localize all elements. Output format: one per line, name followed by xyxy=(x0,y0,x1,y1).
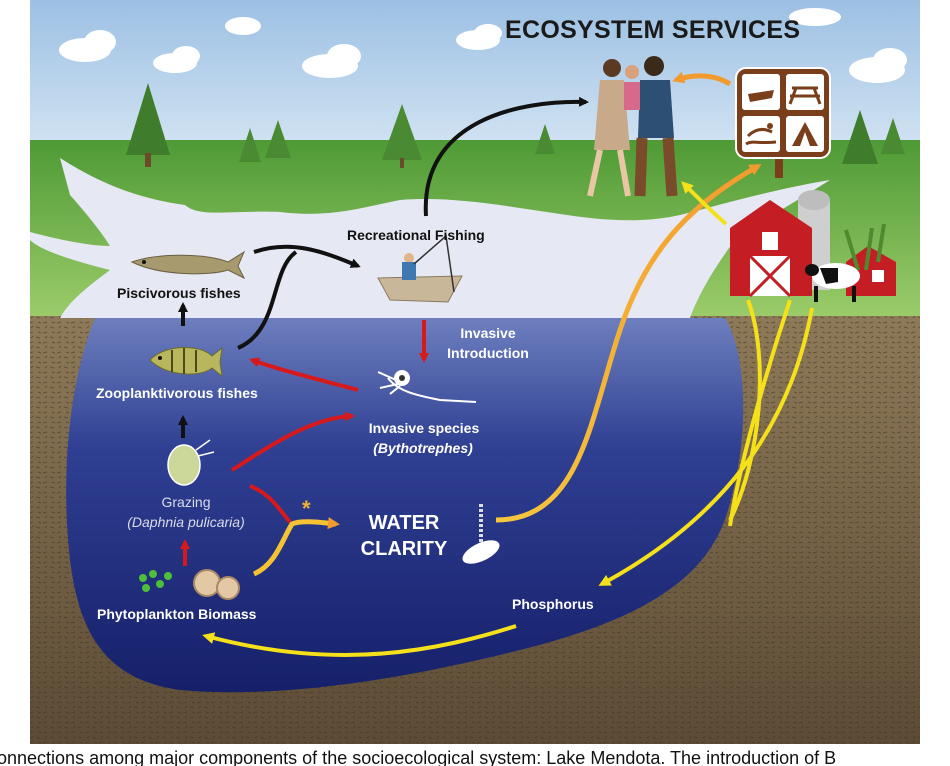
red-arrows xyxy=(180,320,429,566)
figure-caption: connections among major components of th… xyxy=(0,744,950,766)
water-clarity-label: WATER CLARITY xyxy=(352,510,456,562)
ecosystem-services-title: ECOSYSTEM SERVICES xyxy=(505,16,801,44)
zooplanktivorous-fishes-label: Zooplanktivorous fishes xyxy=(96,385,258,401)
lake-surface xyxy=(30,158,830,318)
yellow-arrows xyxy=(202,181,814,657)
merge-arrow-water-clarity xyxy=(252,517,340,577)
invasive-species-label: Invasive species xyxy=(368,420,480,436)
daphnia-icon xyxy=(167,439,215,486)
fishing-boat-icon xyxy=(377,234,463,303)
water-clarity-line-2: CLARITY xyxy=(360,538,448,560)
black-arrows xyxy=(178,96,589,438)
water-clarity-line-1: WATER xyxy=(368,512,440,534)
bythotrephes-label: (Bythotrephes) xyxy=(373,440,473,456)
asterisk-mark: * xyxy=(302,496,311,521)
bythotrephes-icon xyxy=(377,370,477,403)
recreation-sign-icon xyxy=(735,67,831,178)
perch-fish-icon xyxy=(149,346,223,378)
invasive-introduction-label-1: Invasive xyxy=(460,325,516,341)
recreational-fishing-label: Recreational Fishing xyxy=(347,227,485,243)
farm-barn-icon xyxy=(730,190,896,302)
clouds xyxy=(59,8,907,83)
daphnia-pulicaria-label: (Daphnia pulicaria) xyxy=(127,514,245,530)
lake-ecosystem-diagram xyxy=(30,0,920,744)
trees xyxy=(126,83,905,168)
phytoplankton-biomass-label: Phytoplankton Biomass xyxy=(97,606,257,622)
sign-to-family-arrow xyxy=(672,71,732,87)
secchi-disk-icon xyxy=(462,504,500,564)
invasive-introduction-label-2: Introduction xyxy=(447,345,529,361)
piscivorous-fishes-label: Piscivorous fishes xyxy=(117,285,241,301)
grazing-label: Grazing xyxy=(161,494,211,510)
pike-fish-icon xyxy=(130,250,246,280)
family-people-icon xyxy=(587,56,678,197)
figure-caption-text: connections among major components of th… xyxy=(0,748,837,766)
lake-deep xyxy=(66,318,744,693)
phosphorus-label: Phosphorus xyxy=(512,596,594,612)
phytoplankton-icon xyxy=(139,569,240,600)
